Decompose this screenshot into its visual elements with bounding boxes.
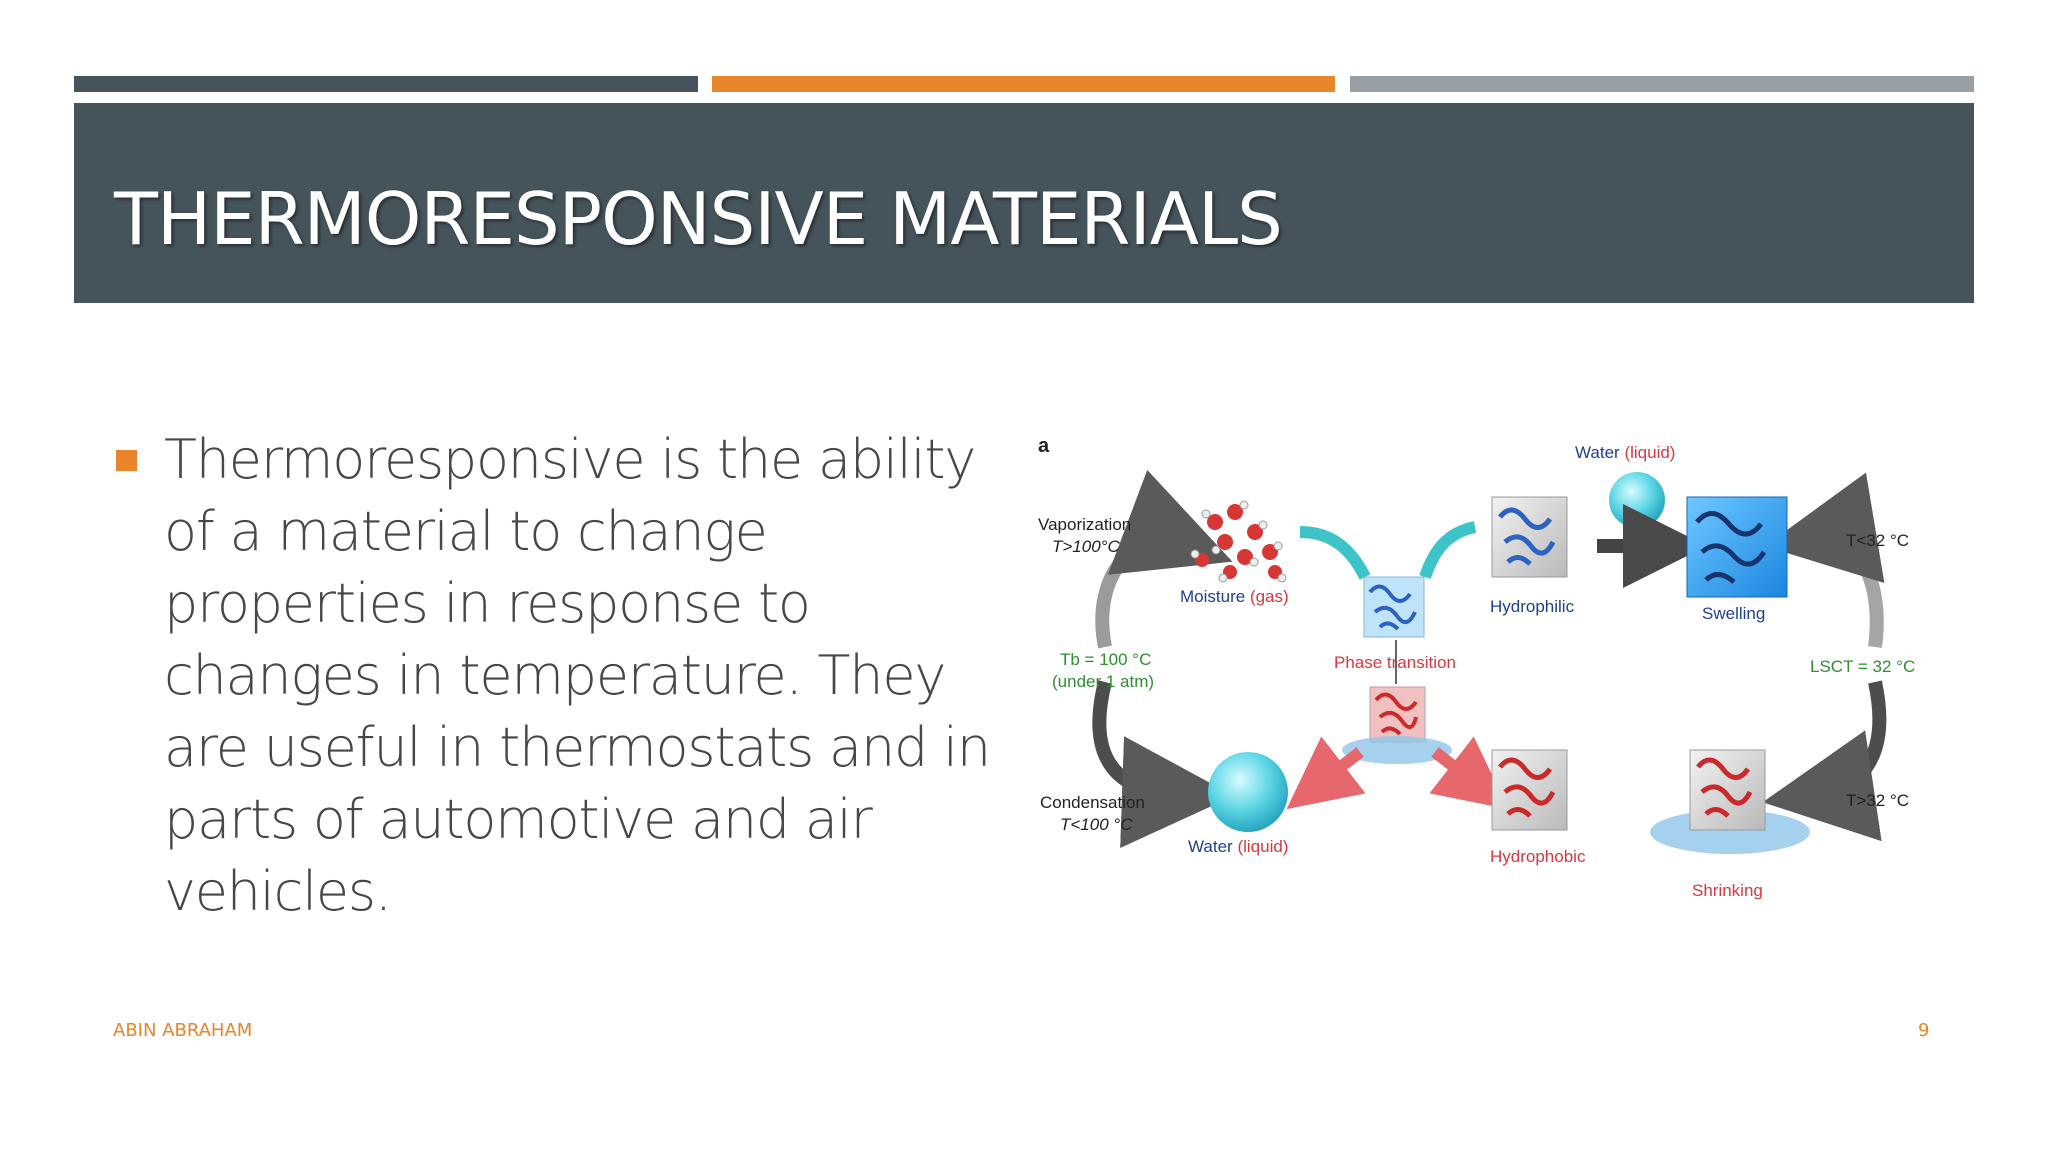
hydrophilic-cube [1491,496,1568,578]
phase-transition-figure: a [1030,432,1950,912]
figure-svg: a [1038,435,1915,900]
pink-arrow-left [1286,736,1366,810]
below-lsct-label: T<32 °C [1846,531,1909,550]
water-droplet-bottom-icon [1208,752,1288,832]
water-liquid-bottom-label: Water (liquid) [1188,837,1288,856]
bullet-text: Thermoresponsive is the ability of a mat… [164,428,991,923]
condensation-arrow [1092,680,1234,849]
title-band: THERMORESPONSIVE MATERIALS [74,103,1974,303]
moisture-gas-label: Moisture (gas) [1180,587,1289,606]
condensation-temp-label: T<100 °C [1060,815,1133,834]
accent-bar-orange [712,76,1335,92]
center-red-cube [1342,686,1452,764]
water-liquid-top-label: Water (liquid) [1575,443,1675,462]
slide-title: THERMORESPONSIVE MATERIALS [114,177,1283,261]
accent-bar-dark [74,76,698,92]
lsct-label: LSCT = 32 °C [1810,657,1915,676]
heating-arrow [1762,680,1887,842]
shrinking-cube [1650,749,1810,854]
hydrophobic-label: Hydrophobic [1490,847,1586,866]
teal-arrow-left [1299,526,1371,580]
teal-arrow-right [1419,521,1477,580]
cooling-arrow [1764,472,1885,648]
panel-label: a [1038,435,1050,457]
water-droplet-top-icon [1609,472,1665,528]
center-hydrogel-cube [1363,576,1425,638]
swelling-label: Swelling [1702,604,1765,623]
footer-author: ABIN ABRAHAM [113,1020,253,1041]
accent-bar-gray [1350,76,1974,92]
bullet-marker [116,450,137,471]
moisture-molecules-icon [1190,500,1287,583]
pink-arrow-right [1429,736,1509,810]
above-lsct-label: T>32 °C [1846,791,1909,810]
condensation-label: Condensation [1040,793,1145,812]
hydrophobic-cube [1491,749,1568,831]
phase-transition-label: Phase transition [1334,653,1456,672]
shrinking-label: Shrinking [1692,881,1763,900]
boiling-temp-label: Tb = 100 °C [1060,650,1151,669]
page-number: 9 [1918,1020,1930,1041]
vaporization-arrow [1095,469,1233,649]
swelling-cube [1686,496,1788,598]
vaporization-temp-label: T>100°C [1052,537,1120,556]
vaporization-label: Vaporization [1038,515,1131,534]
hydrophilic-label: Hydrophilic [1490,597,1575,616]
boiling-pressure-label: (under 1 atm) [1052,672,1154,691]
